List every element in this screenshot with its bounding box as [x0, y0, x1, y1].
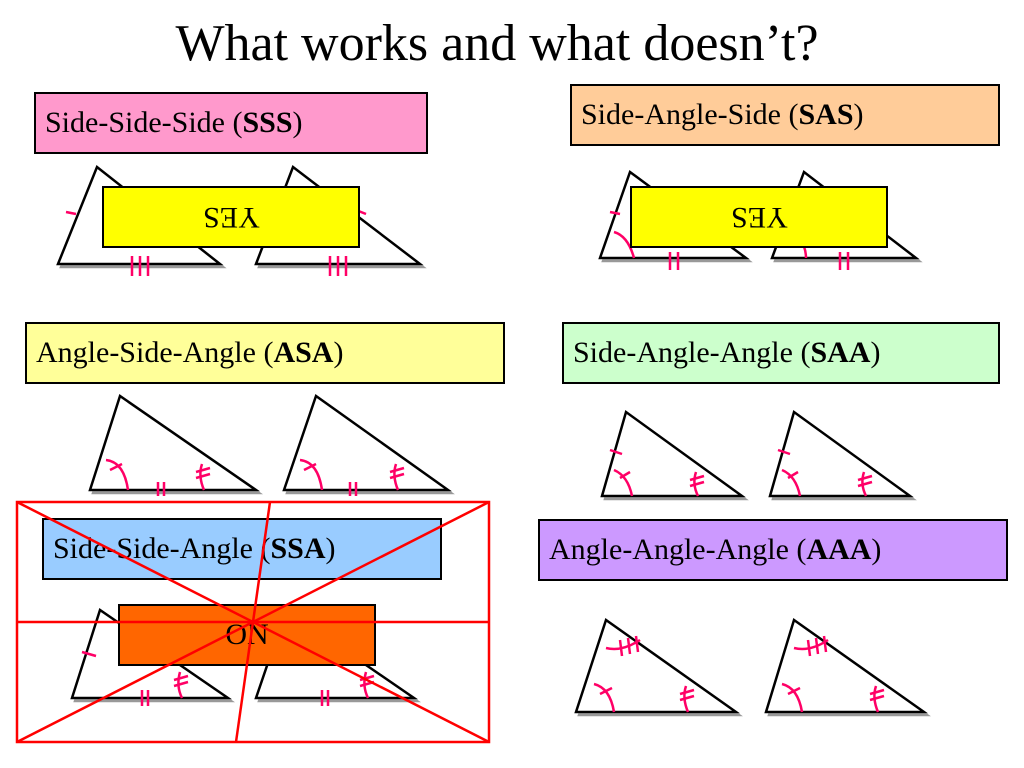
verdict-sss-text: YES	[202, 201, 260, 234]
saa-tick	[609, 448, 623, 456]
label-sss-suffix: )	[292, 106, 303, 139]
saa-tick	[857, 474, 873, 482]
label-saa-abbr: SAA	[810, 336, 871, 369]
page-title: What works and what doesn’t?	[175, 15, 819, 72]
label-sss-prefix: Side-Side-Side (	[45, 106, 243, 139]
label-ssa-abbr: SSA	[270, 532, 326, 565]
aaa-tick	[822, 635, 828, 653]
asa-tick	[389, 466, 405, 474]
label-asa: Angle-Side-Angle (ASA)	[25, 322, 505, 384]
label-saa: Side-Angle-Angle (SAA)	[562, 322, 1000, 384]
label-ssa: Side-Side-Angle (SSA)	[42, 518, 442, 580]
aaa-angle-arc	[593, 682, 616, 713]
saa-triangles	[600, 409, 914, 498]
asa-tick	[195, 466, 211, 474]
label-asa-suffix: )	[333, 336, 344, 369]
asa-tick	[109, 462, 123, 472]
label-sas-abbr: SAS	[798, 98, 854, 131]
aaa-tick	[618, 639, 624, 657]
label-sas-prefix: Side-Angle-Side (	[581, 98, 799, 131]
aaa-angle-arc	[781, 682, 804, 713]
asa-tick	[303, 462, 317, 472]
label-asa-abbr: ASA	[273, 336, 334, 369]
asa-angle-arc	[105, 458, 130, 491]
verdict-sas-text: YES	[730, 201, 788, 234]
label-ssa-suffix: )	[325, 532, 336, 565]
saa-tick	[619, 470, 631, 480]
aaa-tick	[869, 694, 885, 702]
aaa-tick	[679, 694, 695, 702]
saa-triangle-right	[768, 409, 914, 498]
verdict-sss: YES	[102, 186, 360, 248]
verdict-sas: YES	[630, 186, 888, 248]
label-sas: Side-Angle-Side (SAS)	[570, 84, 1000, 146]
saa-tick	[689, 474, 705, 482]
label-saa-suffix: )	[870, 336, 881, 369]
label-sss-abbr: SSS	[242, 106, 293, 139]
aaa-triangle-right	[764, 617, 928, 714]
label-asa-prefix: Angle-Side-Angle (	[36, 336, 274, 369]
saa-triangle-left	[600, 409, 746, 498]
asa-angle-arc	[299, 458, 324, 491]
aaa-triangles	[574, 617, 928, 714]
sas-tick	[609, 210, 621, 216]
label-aaa: Angle-Angle-Angle (AAA)	[538, 519, 1008, 581]
aaa-tick	[679, 688, 695, 696]
saa-tick	[787, 470, 799, 480]
asa-tick	[195, 472, 211, 480]
sas-angle-arc	[613, 230, 636, 259]
aaa-triangle-left	[574, 617, 740, 714]
saa-tick	[777, 448, 791, 456]
label-ssa-prefix: Side-Side-Angle (	[53, 532, 271, 565]
verdict-ssa: ON	[118, 604, 376, 666]
saa-angle-arc	[613, 468, 634, 497]
label-aaa-abbr: AAA	[806, 533, 872, 566]
saa-angle-arc	[781, 468, 802, 497]
label-sas-suffix: )	[853, 98, 864, 131]
aaa-tick	[626, 637, 632, 655]
aaa-tick	[787, 686, 801, 696]
aaa-tick	[599, 686, 613, 696]
aaa-tick	[806, 639, 812, 657]
aaa-tick	[869, 688, 885, 696]
asa-triangle-left	[88, 394, 261, 492]
label-aaa-prefix: Angle-Angle-Angle (	[549, 533, 807, 566]
sss-tick	[65, 210, 77, 216]
label-aaa-suffix: )	[871, 533, 882, 566]
asa-triangle-right	[282, 394, 452, 492]
saa-tick	[689, 480, 705, 488]
asa-triangles	[88, 394, 452, 496]
saa-tick	[857, 480, 873, 488]
label-saa-prefix: Side-Angle-Angle (	[573, 336, 811, 369]
aaa-tick	[634, 635, 640, 653]
aaa-tick	[814, 637, 820, 655]
label-sss: Side-Side-Side (SSS)	[34, 92, 428, 154]
asa-tick	[389, 472, 405, 480]
verdict-ssa-text: ON	[225, 618, 269, 651]
